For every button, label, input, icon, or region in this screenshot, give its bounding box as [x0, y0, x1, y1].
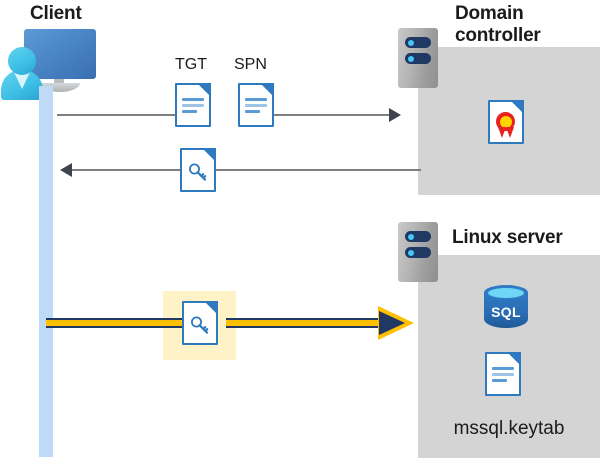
certificate-seal-center: [499, 115, 512, 128]
certificate-seal-icon: [496, 112, 515, 131]
document-fold: [260, 83, 274, 97]
document-text-lines: [245, 98, 267, 116]
document-fold: [510, 100, 524, 114]
client-person-collar-icon: [13, 70, 31, 89]
sql-label: SQL: [491, 304, 521, 320]
document-text-lines: [492, 367, 514, 385]
client-monitor-icon: [24, 29, 96, 79]
server-bay-1: [405, 37, 431, 48]
server-bay-2: [405, 53, 431, 64]
client-title: Client: [30, 3, 82, 24]
linux-server-server-icon: [398, 222, 438, 282]
document-fold: [197, 83, 211, 97]
server-led-2: [408, 55, 414, 62]
response-arrow-segment-left: [72, 169, 180, 171]
certificate-ribbon-right: [506, 127, 514, 138]
service-ticket-key-document-icon: [182, 301, 218, 345]
request-arrowhead: [389, 108, 401, 122]
service-access-arrowhead: [378, 306, 414, 340]
sql-database-icon: SQL: [484, 285, 528, 333]
monitor-stand-base-icon: [40, 83, 80, 92]
tgt-label: TGT: [175, 56, 207, 73]
keytab-filename-label: mssql.keytab: [453, 418, 565, 439]
gold-arrow-fill-right: [226, 320, 383, 326]
keytab-document-icon: [485, 352, 521, 396]
key-glyph-icon: [191, 316, 209, 334]
server-led-2: [408, 249, 414, 256]
database-cylinder-top-inner: [488, 288, 524, 298]
database-cylinder-top: [484, 285, 528, 300]
spn-label: SPN: [234, 56, 267, 73]
document-fold: [204, 301, 218, 315]
linux-server-title: Linux server: [452, 227, 563, 248]
tgt-document-icon: [175, 83, 211, 127]
server-led-1: [408, 233, 414, 240]
request-arrow-segment-left: [57, 114, 175, 116]
server-bay-1: [405, 231, 431, 242]
document-text-lines: [182, 98, 204, 116]
request-arrow-segment-right: [274, 114, 389, 116]
document-page: [180, 148, 216, 192]
client-person-head-icon: [8, 47, 36, 75]
domain-controller-server-icon: [398, 28, 438, 88]
certificate-document-icon: [488, 100, 524, 144]
client-lifeline: [39, 86, 53, 457]
server-led-1: [408, 39, 414, 46]
response-arrowhead: [60, 163, 72, 177]
key-glyph-icon: [189, 163, 207, 181]
certificate-ribbon-left: [498, 127, 506, 138]
spn-document-icon: [238, 83, 274, 127]
service-ticket-key-document-icon: [180, 148, 216, 192]
domain-controller-title: Domain controller: [455, 3, 541, 46]
gold-arrow-fill-left: [46, 320, 182, 326]
server-bay-2: [405, 247, 431, 258]
document-fold: [202, 148, 216, 162]
response-arrow-segment-right: [216, 169, 421, 171]
document-fold: [507, 352, 521, 366]
document-page: [182, 301, 218, 345]
